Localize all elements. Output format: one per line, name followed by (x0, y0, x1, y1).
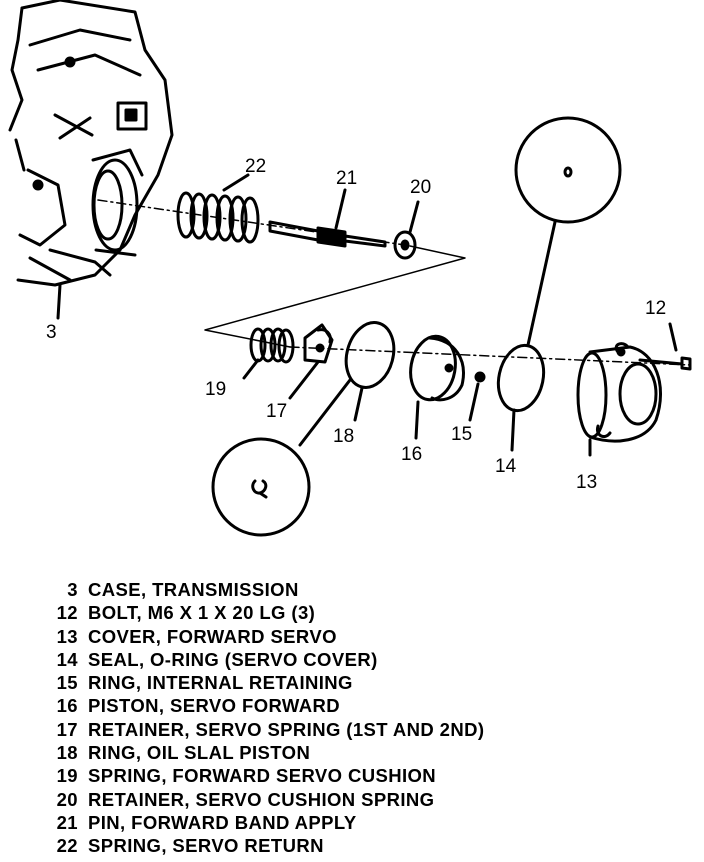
callout-20: 20 (410, 177, 431, 198)
legend-row: 19 SPRING, FORWARD SERVO CUSHION (32, 764, 692, 787)
callout-21: 21 (336, 168, 357, 189)
legend-number: 14 (56, 648, 78, 670)
legend-row: 18 RING, OIL SLAL PISTON (32, 741, 692, 764)
legend-description: SPRING, FORWARD SERVO CUSHION (88, 765, 437, 787)
legend-description: PISTON, SERVO FORWARD (88, 695, 341, 717)
legend-description: RING, OIL SLAL PISTON (88, 742, 311, 764)
callout-18: 18 (333, 426, 354, 447)
legend-row: 17 RETAINER, SERVO SPRING (1ST AND 2ND) (32, 718, 692, 741)
legend-number: 16 (56, 695, 78, 717)
legend-row: 15 RING, INTERNAL RETAINING (32, 671, 692, 694)
legend-description: RING, INTERNAL RETAINING (88, 672, 353, 694)
legend-row: 12 BOLT, M6 X 1 X 20 LG (3) (32, 601, 692, 624)
servo-spring-retainer (288, 323, 334, 400)
legend-description: COVER, FORWARD SERVO (88, 625, 337, 647)
detail-circle-lower (211, 378, 352, 537)
callout-19: 19 (205, 379, 226, 400)
callout-17: 17 (266, 401, 287, 422)
legend-description: SEAL, O-RING (SERVO COVER) (88, 648, 378, 670)
legend-description: RETAINER, SERVO SPRING (1ST AND 2ND) (88, 718, 485, 740)
legend-number: 15 (56, 672, 78, 694)
callout-12: 12 (645, 298, 666, 319)
callout-13: 13 (576, 472, 597, 493)
servo-cushion-spring (242, 327, 295, 380)
centerline-connector (204, 245, 466, 348)
callout-16: 16 (401, 444, 422, 465)
legend-number: 22 (56, 835, 78, 857)
callout-22: 22 (245, 156, 266, 177)
servo-cover (576, 342, 662, 457)
legend-description: SPRING, SERVO RETURN (88, 835, 324, 857)
legend-number: 18 (56, 742, 78, 764)
servo-return-spring (176, 173, 260, 244)
band-apply-pin (268, 188, 387, 248)
transmission-case (8, 0, 174, 320)
legend-number: 20 (56, 788, 78, 810)
oil-seal-piston-ring (344, 321, 396, 422)
legend-row: 16 PISTON, SERVO FORWARD (32, 694, 692, 717)
exploded-view-diagram: 22 21 20 3 12 19 17 18 16 15 14 13 (8, 0, 692, 537)
callout-3: 3 (46, 322, 57, 343)
legend-number: 13 (56, 625, 78, 647)
parts-legend: 3 CASE, TRANSMISSION 12 BOLT, M6 X 1 X 20 … (32, 578, 692, 858)
legend-row: 14 SEAL, O-RING (SERVO COVER) (32, 648, 692, 671)
centerline-upper (97, 199, 406, 246)
callout-14: 14 (495, 456, 517, 477)
legend-row: 13 COVER, FORWARD SERVO (32, 625, 692, 648)
legend-number: 19 (56, 765, 78, 787)
legend-description: BOLT, M6 X 1 X 20 LG (3) (88, 602, 316, 624)
legend-row: 3 CASE, TRANSMISSION (32, 578, 692, 601)
legend-number: 17 (56, 718, 78, 740)
legend-row: 22 SPRING, SERVO RETURN (32, 834, 692, 857)
legend-description: CASE, TRANSMISSION (88, 579, 299, 600)
centerline-lower (289, 346, 691, 366)
legend-description: RETAINER, SERVO CUSHION SPRING (88, 788, 435, 810)
legend-number: 21 (56, 811, 78, 833)
cushion-spring-retainer (393, 200, 420, 260)
legend-row: 20 RETAINER, SERVO CUSHION SPRING (32, 788, 692, 811)
legend-number: 3 (67, 579, 78, 600)
legend-description: PIN, FORWARD BAND APPLY (88, 811, 357, 833)
legend-row: 21 PIN, FORWARD BAND APPLY (32, 811, 692, 834)
bolt (638, 322, 692, 371)
detail-circle-upper (514, 116, 622, 347)
callout-15: 15 (451, 424, 472, 445)
internal-retaining-ring (468, 371, 486, 422)
legend-number: 12 (56, 602, 78, 624)
servo-piston (409, 334, 465, 440)
